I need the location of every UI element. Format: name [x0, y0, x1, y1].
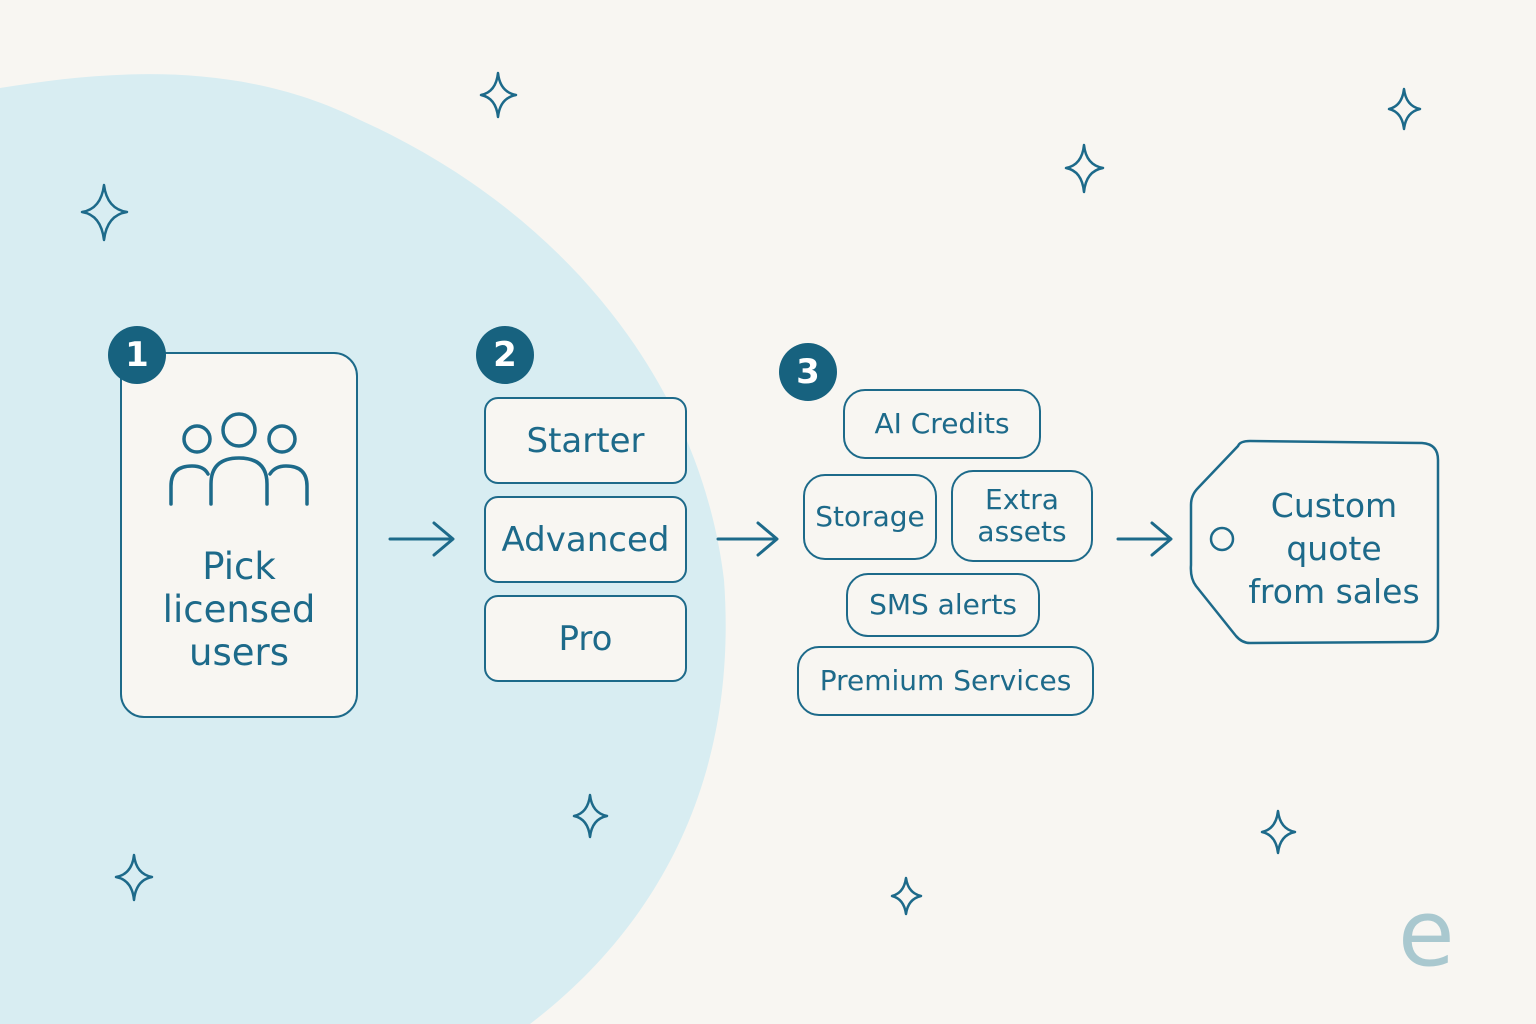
- step-1-badge: 1: [108, 326, 166, 384]
- users-group-icon: [169, 412, 309, 506]
- sparkle-icon: [1064, 143, 1105, 194]
- step-3-badge: 3: [779, 343, 837, 401]
- price-tag-hole: [1209, 526, 1235, 552]
- step-1-label: Pick licensed users: [162, 545, 316, 674]
- sparkle-icon: [890, 876, 923, 916]
- arrow-right-icon: [1116, 521, 1173, 557]
- sparkle-icon: [114, 853, 154, 902]
- sparkle-icon: [1260, 809, 1297, 855]
- sparkle-icon: [572, 793, 609, 839]
- custom-quote-label: Custom quote from sales: [1248, 486, 1420, 611]
- sparkle-icon: [1387, 87, 1422, 131]
- sparkle-icon: [479, 71, 518, 119]
- addon-premium-services: Premium Services: [797, 646, 1094, 716]
- tier-starter: Starter: [484, 397, 687, 484]
- addon-ai-credits: AI Credits: [843, 389, 1041, 459]
- tier-advanced: Advanced: [484, 496, 687, 583]
- arrow-right-icon: [388, 521, 455, 557]
- background-blob: [0, 74, 726, 1024]
- price-tag-icon: [1189, 439, 1440, 645]
- addon-sms-alerts: SMS alerts: [846, 573, 1040, 637]
- addon-extra-assets: Extra assets: [951, 470, 1093, 562]
- sparkle-icon: [80, 183, 129, 242]
- brand-logo: e: [1398, 880, 1455, 987]
- addon-storage: Storage: [803, 474, 937, 560]
- arrow-right-icon: [716, 521, 779, 557]
- tier-pro: Pro: [484, 595, 687, 682]
- step-2-badge: 2: [476, 326, 534, 384]
